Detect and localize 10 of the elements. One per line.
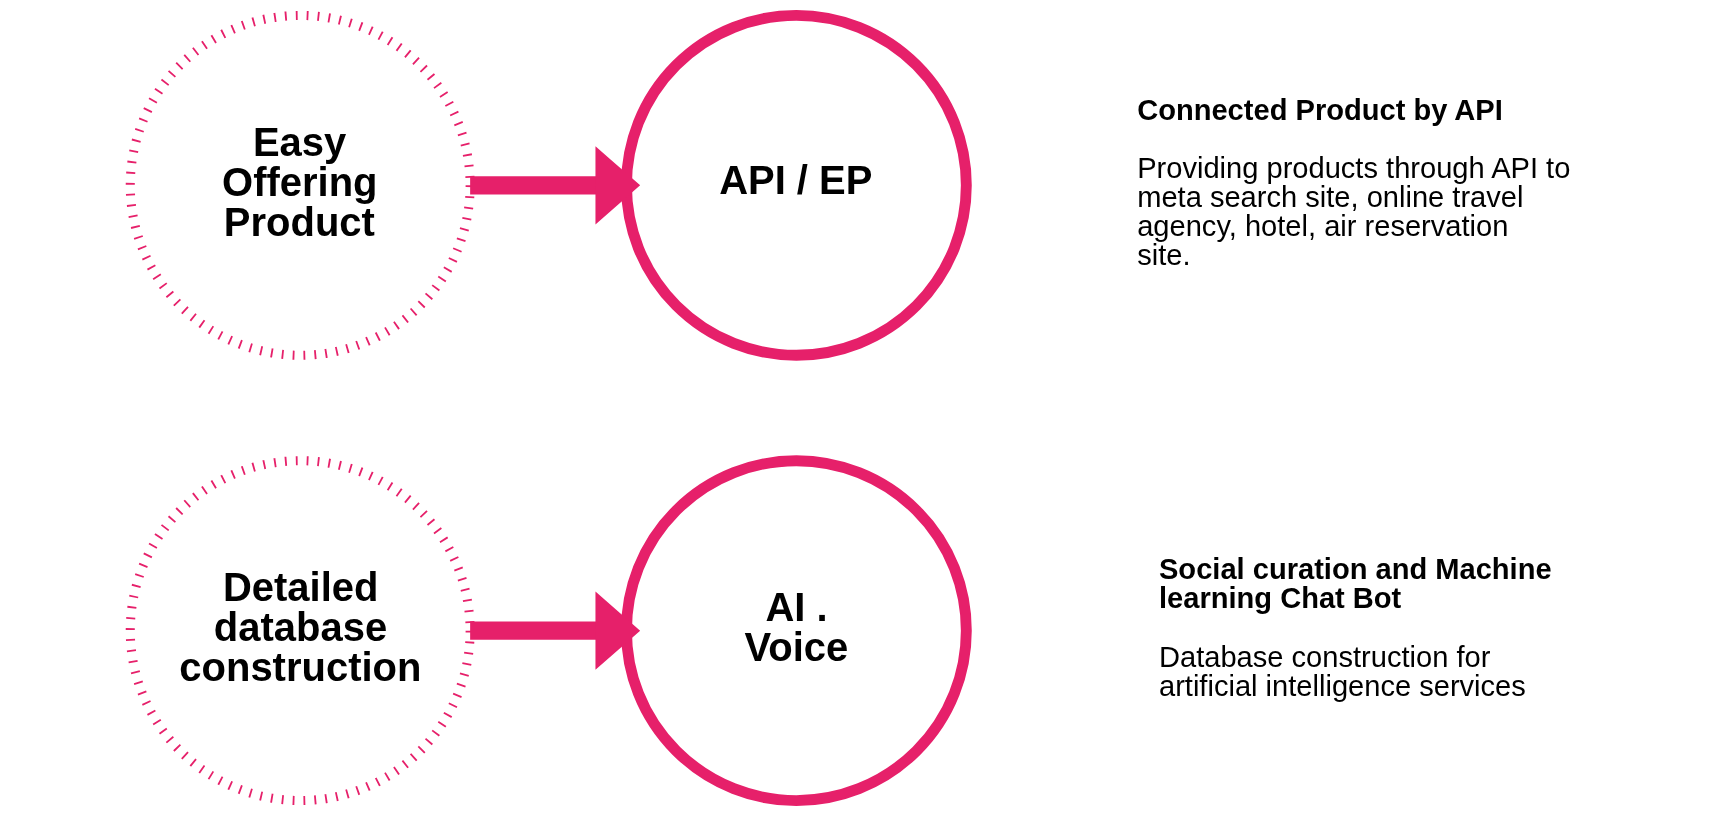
node-label: Database construction for artificial intelligence services <box>1158 640 1526 702</box>
node-circle: AI . Voice <box>620 455 972 807</box>
node-circle: Detailed database construction <box>125 456 475 806</box>
node-label: Social curation and Machine learning Chat Bot <box>1158 553 1552 615</box>
node-label: Providing products through API to meta search site, online travel agency, hotel, air reservation site. <box>1136 151 1570 271</box>
node-circle: API / EP <box>620 9 972 361</box>
node-circle: Easy Offering Product <box>125 10 475 360</box>
arrow <box>469 591 640 670</box>
node-label: Connected Product by API <box>1136 93 1503 126</box>
arrow <box>469 146 640 225</box>
